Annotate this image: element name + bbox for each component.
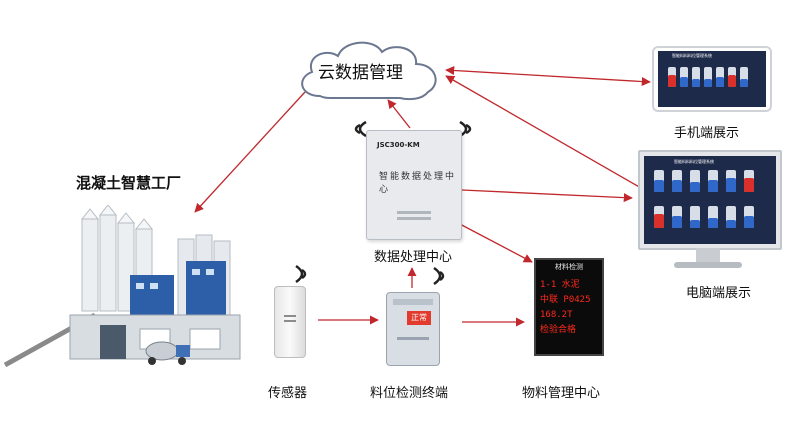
material-label: 物料管理中心 bbox=[522, 386, 601, 401]
led-header: 材料检测 bbox=[555, 263, 583, 271]
wifi-icon bbox=[295, 264, 307, 284]
led-line: 中联 P0425 bbox=[540, 295, 591, 305]
processor-title: 智能数据处理中心 bbox=[379, 172, 457, 195]
led-line: 1-1 水泥 bbox=[540, 280, 580, 290]
pc-monitor: 智能料料料位管理系统 bbox=[638, 150, 782, 250]
arrow-cloud-to-factory bbox=[194, 91, 306, 213]
pc-stand bbox=[696, 248, 720, 262]
mobile-label: 手机端展示 bbox=[674, 126, 740, 141]
cloud-icon bbox=[301, 41, 437, 101]
wifi-icon bbox=[354, 120, 367, 138]
mobile-silo-gauges bbox=[668, 67, 748, 87]
arrow-processor-to-pc bbox=[461, 189, 633, 203]
pc-base bbox=[674, 262, 742, 268]
concrete-factory bbox=[0, 205, 260, 370]
material-led-panel: 材料检测 1-1 水泥 中联 P0425 168.2T 检验合格 bbox=[534, 258, 604, 356]
arrow-cloud-mobile bbox=[445, 65, 651, 87]
mobile-screen: 智能料料料位管理系统 bbox=[658, 51, 766, 107]
pc-screen: 智能料料料位管理系统 bbox=[644, 156, 776, 244]
pc-screen-title: 智能料料料位管理系统 bbox=[674, 159, 714, 164]
arrow-cloud-pc bbox=[445, 75, 649, 193]
sensor-device bbox=[274, 286, 306, 358]
terminal-device: 正常 bbox=[386, 292, 440, 366]
arrow-processor-to-cloud bbox=[387, 99, 411, 129]
cloud-label: 云数据管理 bbox=[318, 63, 403, 83]
wifi-icon bbox=[433, 266, 445, 286]
led-lines: 1-1 水泥 中联 P0425 168.2T 检验合格 bbox=[540, 278, 591, 338]
mobile-screen-title: 智能料料料位管理系统 bbox=[672, 53, 712, 58]
processor-label: 数据处理中心 bbox=[374, 250, 453, 265]
pc-label: 电脑端展示 bbox=[686, 286, 752, 301]
factory-illustration bbox=[3, 205, 241, 368]
processor-device: JSC300-KM 智能数据处理中心 bbox=[366, 130, 462, 240]
processor-model: JSC300-KM bbox=[377, 141, 420, 149]
factory-label: 混凝土智慧工厂 bbox=[76, 174, 182, 192]
sensor-label: 传感器 bbox=[268, 386, 308, 401]
led-line: 168.2T bbox=[540, 310, 573, 320]
cloud-node: 云数据管理 bbox=[290, 34, 450, 110]
terminal-label: 料位检测终端 bbox=[370, 386, 449, 401]
arrow-processor-to-material bbox=[455, 221, 533, 263]
mobile-device: 智能料料料位管理系统 bbox=[652, 46, 772, 112]
pc-silo-gauges bbox=[654, 170, 754, 228]
terminal-display: 正常 bbox=[407, 311, 431, 325]
led-line: 检验合格 bbox=[540, 325, 577, 335]
